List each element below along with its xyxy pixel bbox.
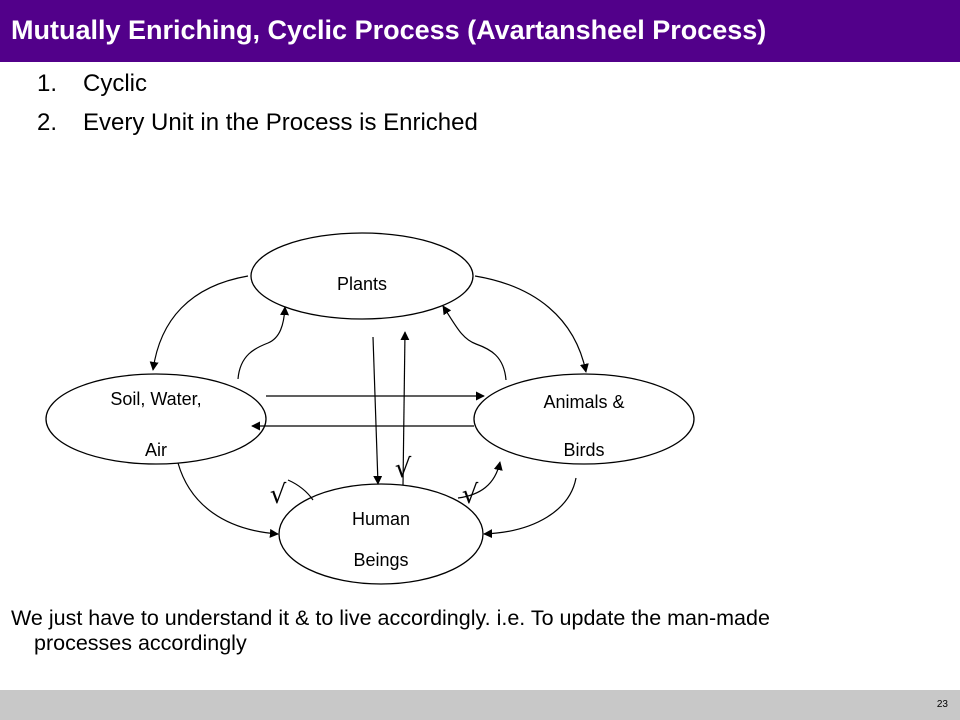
soil-water-air-node	[45, 373, 267, 465]
list-text: Every Unit in the Process is Enriched	[83, 109, 478, 136]
arrow-soil-to-plants	[237, 306, 290, 380]
human-label-line1: Human	[352, 509, 410, 529]
slide-title: Mutually Enriching, Cyclic Process (Avar…	[11, 15, 767, 45]
arrow-plants-to-human	[372, 336, 383, 485]
list-text: Cyclic	[83, 70, 147, 97]
soil-label-line1: Soil, Water,	[110, 389, 201, 409]
list-number: 1.	[37, 70, 58, 97]
check-mark-right: √	[462, 480, 479, 510]
arrow-soil-to-human	[177, 462, 279, 538]
arrow-animals-to-human	[483, 477, 577, 539]
plants-label: Plants	[337, 274, 387, 294]
page-number: 23	[936, 699, 948, 710]
title-bar: Mutually Enriching, Cyclic Process (Avar…	[0, 0, 960, 62]
check-mark-center: √	[395, 454, 412, 484]
footer-text: We just have to understand it & to live …	[11, 606, 956, 656]
arrow-human-to-plants	[400, 331, 410, 486]
list-item: 2. Every Unit in the Process is Enriched	[37, 109, 478, 137]
soil-label-line2: Air	[145, 440, 167, 460]
arrow-human-to-animals-small	[457, 461, 503, 499]
arrow-plants-to-soil	[149, 275, 249, 371]
cycle-diagram: Plants Soil, Water, Air Animals & Birds …	[45, 232, 695, 585]
human-label-line2: Beings	[353, 550, 408, 570]
arrow-human-small-left	[287, 479, 314, 501]
plants-node	[250, 232, 474, 320]
bottom-bar: 23	[0, 690, 960, 720]
animals-label-line2: Birds	[563, 440, 604, 460]
list-item: 1. Cyclic	[37, 70, 147, 98]
arrow-animals-to-plants	[442, 305, 507, 381]
animals-birds-node	[473, 373, 695, 465]
check-mark-left: √	[270, 480, 287, 510]
footer-line1: We just have to understand it & to live …	[11, 606, 770, 630]
footer-line2: processes accordingly	[34, 631, 247, 655]
list-number: 2.	[37, 109, 58, 136]
animals-label-line1: Animals &	[543, 392, 624, 412]
arrow-plants-to-animals	[474, 275, 589, 373]
